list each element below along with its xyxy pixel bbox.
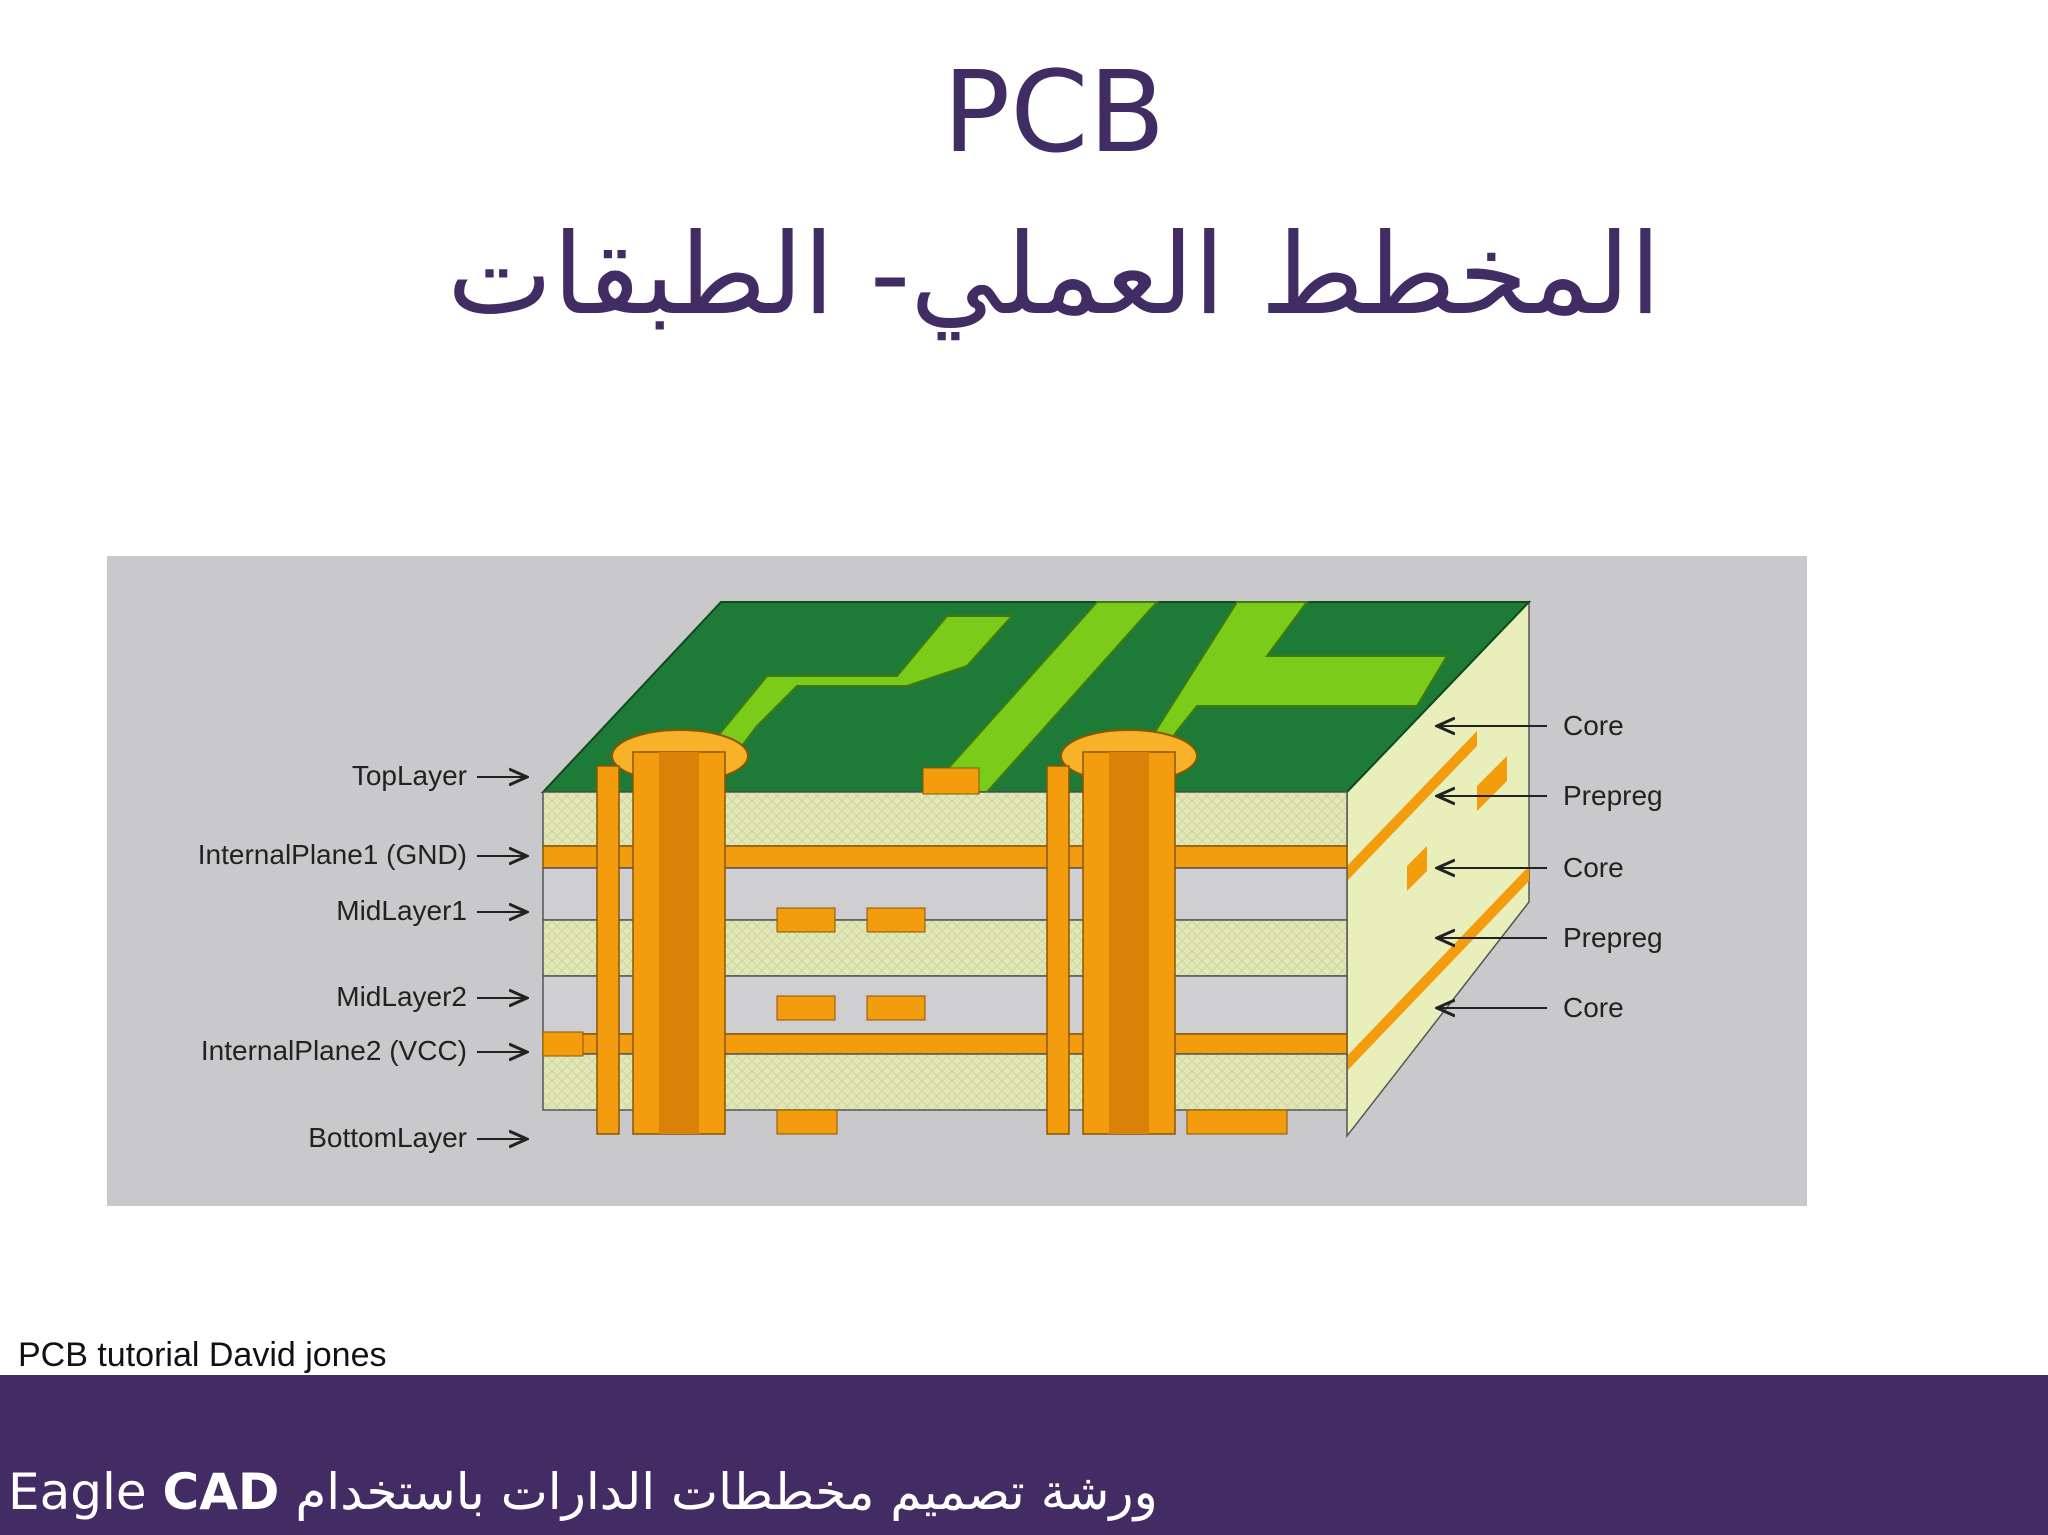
footer-suffix: ورشة تصميم مخططات الدارات باستخدام xyxy=(279,1463,1158,1521)
side-copper-strip xyxy=(1347,731,1477,881)
bottom-pad xyxy=(776,1109,838,1135)
side-copper-strip xyxy=(1347,866,1529,1071)
midlayer1-pad xyxy=(776,907,836,933)
label-core-3: Core xyxy=(1563,992,1624,1023)
midlayer1-pad xyxy=(866,907,926,933)
pcb-layer-diagram: TopLayer InternalPlane1 (GND) MidLayer1 … xyxy=(107,556,1807,1206)
slide-title-ar: المخطط العملي- الطبقات xyxy=(447,210,1661,340)
label-bottomlayer: BottomLayer xyxy=(308,1122,467,1153)
label-prepreg-1: Prepreg xyxy=(1563,780,1663,811)
label-toplayer: TopLayer xyxy=(352,760,467,791)
footer-prefix: Eagle xyxy=(8,1463,163,1521)
label-midlayer1: MidLayer1 xyxy=(336,895,467,926)
midlayer2-pad xyxy=(866,995,926,1021)
slide-title-en: PCB xyxy=(942,48,1166,178)
label-midlayer2: MidLayer2 xyxy=(336,981,467,1012)
via-left xyxy=(596,729,749,1135)
footer-bold: CAD xyxy=(162,1463,280,1521)
footer-text: Eagle CAD ورشة تصميم مخططات الدارات باست… xyxy=(8,1462,1158,1522)
label-core-2: Core xyxy=(1563,852,1624,883)
via-right xyxy=(1046,729,1198,1135)
label-prepreg-2: Prepreg xyxy=(1563,922,1663,953)
midlayer2-pad xyxy=(776,995,836,1021)
label-internalplane2: InternalPlane2 (VCC) xyxy=(201,1035,467,1066)
label-internalplane1: InternalPlane1 (GND) xyxy=(198,839,467,870)
footer-bar xyxy=(0,1375,2048,1535)
pcb-layer-svg: TopLayer InternalPlane1 (GND) MidLayer1 … xyxy=(107,556,1807,1206)
label-core-1: Core xyxy=(1563,710,1624,741)
image-credit: PCB tutorial David jones xyxy=(18,1336,387,1374)
top-pad xyxy=(922,767,980,795)
